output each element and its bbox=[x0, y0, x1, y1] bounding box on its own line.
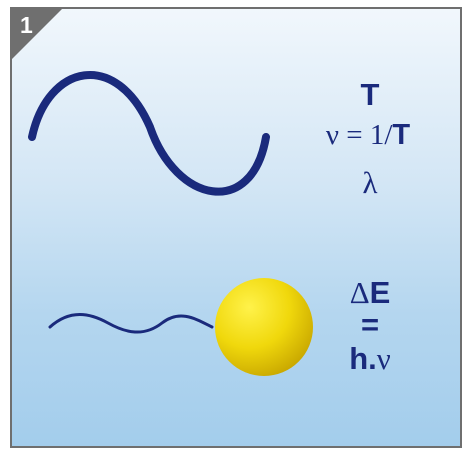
planck-constant: h. bbox=[349, 341, 377, 376]
period-symbol: T bbox=[360, 77, 380, 112]
large-sine-wave bbox=[28, 71, 270, 196]
frequency-symbol: ν bbox=[376, 341, 391, 376]
frequency-relation-period: T bbox=[392, 119, 411, 151]
energy-symbol: E bbox=[369, 275, 391, 310]
frequency-relation: ν = 1/T bbox=[302, 119, 434, 152]
panel-number-tab bbox=[12, 9, 62, 59]
photon-ball bbox=[215, 278, 313, 376]
energy-delta: ΔE bbox=[328, 275, 412, 311]
wavelength-symbol: λ bbox=[362, 165, 378, 200]
panel-number: 1 bbox=[20, 12, 33, 38]
frequency-relation-lhs: ν = 1/ bbox=[325, 119, 393, 151]
small-wavy-line bbox=[48, 313, 214, 334]
energy-formula: h.ν bbox=[318, 341, 422, 377]
equals-sign: = bbox=[360, 307, 380, 342]
physics-illustration bbox=[28, 71, 313, 376]
delta-symbol: Δ bbox=[349, 275, 370, 310]
panel-frame: 1 T ν = 1/T λ ΔE = h.ν bbox=[10, 7, 462, 448]
